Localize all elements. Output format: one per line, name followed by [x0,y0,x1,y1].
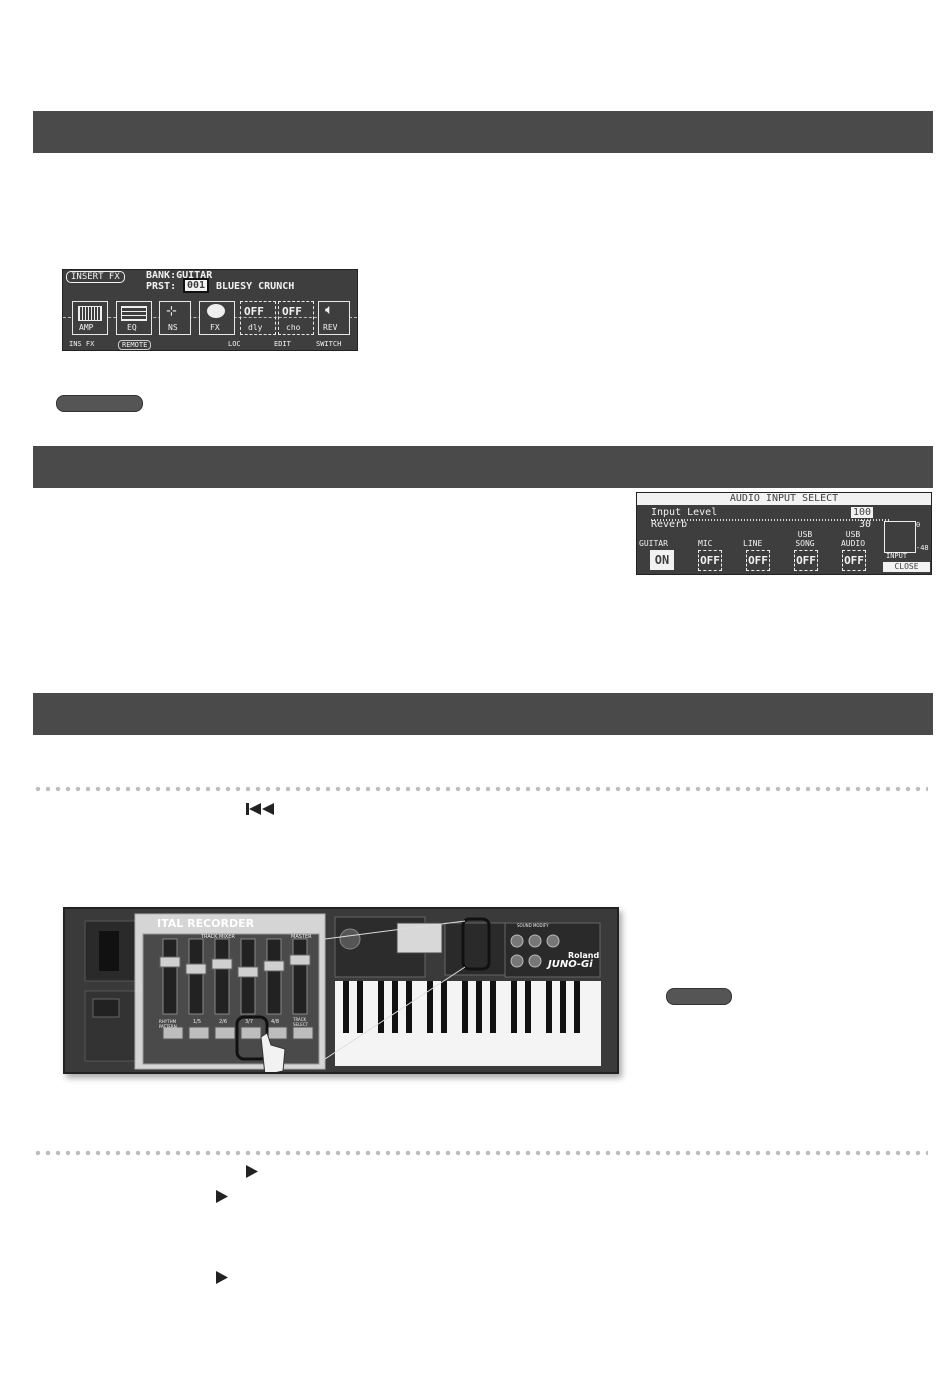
fx-icon [207,304,225,318]
insert-fx-screen: INSERT FX BANK:GUITAR PRST: 001 BLUESY C… [62,269,358,351]
preset-name: BLUESY CRUNCH [216,281,295,292]
fx-block-reverb[interactable]: 🔈︎ REV [318,301,350,335]
fx-block-label: dly [248,323,263,332]
preset-prefix: PRST: [146,281,177,292]
sound-modify-label: SOUND MODIFY [517,923,549,928]
rewind-icon [246,803,274,815]
fx-block-label: NS [168,323,178,332]
source-state-mic[interactable]: OFF [698,550,722,571]
soft-key-row: INS FX REMOTE LOC EDIT SWITCH [63,340,357,350]
meter-bottom-label: -48 [916,544,929,552]
keyboard-panel-title: ITAL RECORDER [157,917,255,930]
source-name-mic: MIC [698,539,713,548]
dotted-separator-1 [33,786,928,792]
source-state-usb-audio[interactable]: OFF [842,550,866,571]
keyboard-drawing [65,909,617,1072]
memo-label-pill [666,988,732,1005]
reverb-value[interactable]: 30 [859,519,872,530]
insert-fx-tab: INSERT FX [66,271,125,283]
input-level-label: Input Level [651,507,718,518]
fx-block-label: REV [323,323,338,332]
track-button-3-7[interactable]: 3/7 [245,1019,254,1025]
soft-key-ins-fx[interactable]: INS FX [69,340,95,348]
note-label-pill [56,395,143,412]
input-level-bar[interactable] [651,519,889,521]
audio-input-select-screen: AUDIO INPUT SELECT Input Level 100 Rever… [636,492,932,575]
dotted-separator-2 [33,1150,928,1156]
track-button-4-8[interactable]: 4/8 [271,1019,280,1025]
fx-block-label: cho [286,323,301,332]
fx-state: OFF [244,305,264,318]
fx-block-eq[interactable]: EQ [116,301,152,335]
meter-label: INPUT [886,552,908,560]
model-logo: JUNO-Gi [548,959,593,970]
brand-logo: Roland [568,951,600,960]
speaker-icon: 🔈︎ [325,302,334,318]
source-state-line[interactable]: OFF [746,550,770,571]
fx-block-fx[interactable]: FX [199,301,235,335]
fx-block-chorus[interactable]: OFF cho [278,301,314,335]
track-button-1-5[interactable]: 1/5 [193,1019,202,1025]
section-header-bar-1 [33,111,933,153]
input-level-value[interactable]: 100 [851,507,874,518]
preset-number[interactable]: 001 [182,278,210,293]
fx-state: OFF [282,305,302,318]
play-icon [216,1271,228,1284]
source-name-guitar: GUITAR [639,539,668,548]
source-name-line: LINE [743,539,763,548]
track-button-2-6[interactable]: 2/6 [219,1019,228,1025]
amp-icon [78,306,102,321]
audio-input-title: AUDIO INPUT SELECT [729,493,839,504]
reverb-label: Reverb [651,519,688,530]
fx-block-amp[interactable]: AMP [72,301,108,335]
source-name-usb-audio: USB AUDIO [840,530,866,548]
source-state-guitar[interactable]: ON [650,550,674,570]
bank-line: BANK:GUITAR [146,270,213,281]
close-button[interactable]: CLOSE [883,562,930,572]
input-meter [884,521,916,553]
soft-key-loc[interactable]: LOC [228,340,241,348]
play-icon [216,1190,228,1203]
source-name-usb-song: USB SONG [795,530,815,548]
source-state-usb-song[interactable]: OFF [794,550,818,571]
fx-block-ns[interactable]: ⊹ NS [159,301,191,335]
fx-block-label: EQ [127,323,137,332]
keyboard-illustration: ITAL RECORDER TRACK MIXER MASTER RHYTHM … [63,907,619,1074]
track-button-rhythm[interactable]: RHYTHM PATTERN [159,1019,177,1029]
fx-block-label: AMP [79,323,94,332]
fx-block-delay[interactable]: OFF dly [240,301,276,335]
eq-icon [121,306,147,321]
section-header-bar-2 [33,446,933,488]
master-label: MASTER [291,934,312,940]
track-mixer-label: TRACK MIXER [201,934,235,940]
play-icon [246,1165,258,1178]
track-select-label[interactable]: TRACK SELECT [293,1017,309,1027]
noise-suppressor-icon: ⊹ [166,304,177,319]
soft-key-remote[interactable]: REMOTE [118,340,152,350]
audio-input-title-bar: AUDIO INPUT SELECT [637,493,931,505]
fx-block-label: FX [210,323,220,332]
soft-key-switch[interactable]: SWITCH [316,340,342,348]
meter-top-label: 0 [916,521,921,529]
section-header-bar-3 [33,693,933,735]
soft-key-edit[interactable]: EDIT [274,340,291,348]
